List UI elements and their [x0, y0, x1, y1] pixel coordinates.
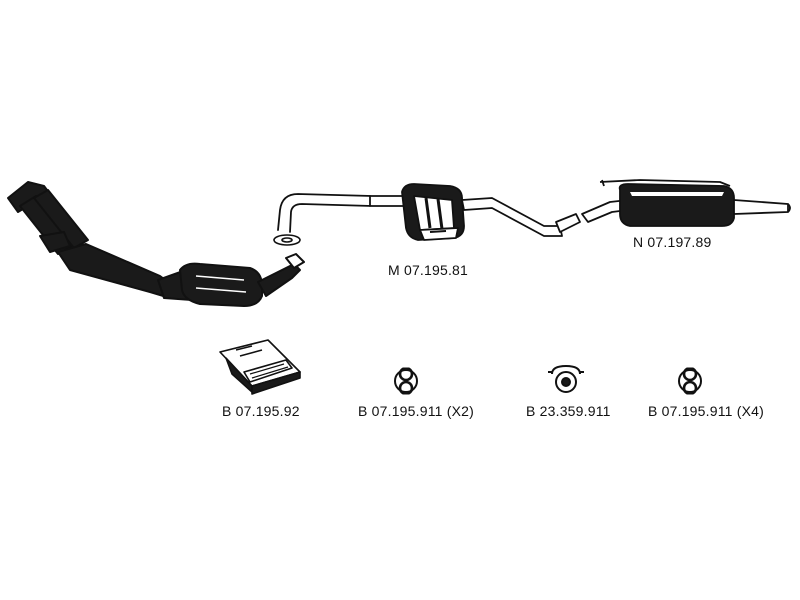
- connecting-pipe-drawing: [555, 213, 581, 233]
- cat-highlights: [195, 275, 247, 293]
- flange-gasket-icon: [273, 234, 301, 246]
- clamp-code: B 23.359.911: [526, 403, 611, 419]
- mounting-kit-box-icon: [219, 339, 301, 395]
- rubber-hanger-icon: [678, 364, 702, 398]
- intermediate-pipe-drawing: [277, 193, 405, 233]
- middle-silencer-code: M 07.195.81: [388, 262, 469, 278]
- rubber-hanger-icon: [394, 364, 418, 398]
- mounting-kit-code: B 07.195.92: [222, 403, 300, 419]
- middle-silencer-drawing: [401, 183, 563, 241]
- rear-silencer-drawing: [581, 179, 791, 227]
- rubber-hanger-x4-code: B 07.195.911 (X4): [648, 403, 764, 419]
- front-pipe-catalytic-converter-drawing: [7, 181, 305, 307]
- clamp-icon: [548, 364, 584, 393]
- rear-silencer-code: N 07.197.89: [633, 234, 712, 250]
- rubber-hanger-x2-code: B 07.195.911 (X2): [358, 403, 474, 419]
